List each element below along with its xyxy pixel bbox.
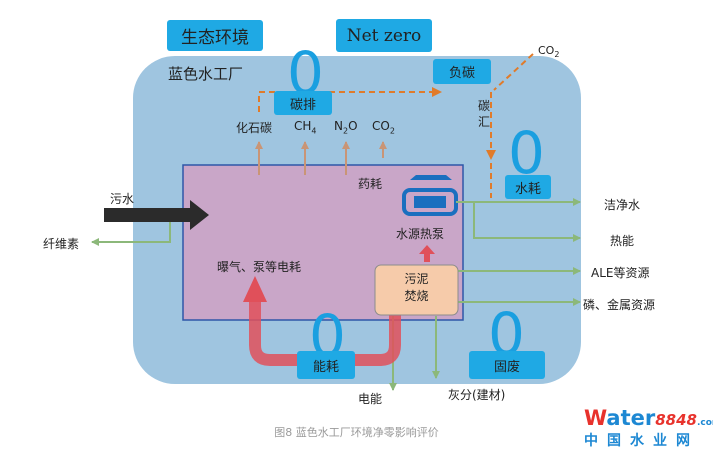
logo-com: .com — [696, 418, 713, 428]
carbon-sink-text: 碳汇 — [478, 99, 491, 129]
carbon-sink-label: 碳汇 — [478, 98, 491, 130]
ecology-label: 生态环境 — [181, 28, 249, 48]
logo-wordmark: Water8848.com — [584, 406, 713, 430]
figure-caption: 图8 蓝色水工厂环境净零影响评价 — [274, 426, 439, 439]
water-use-tag: 水耗 — [505, 175, 551, 199]
negative-carbon-tag: 负碳 — [433, 59, 491, 84]
net-zero-label: Net zero — [346, 25, 422, 46]
logo-ater: ater — [606, 406, 656, 430]
carbon-emission-label: 碳排 — [289, 97, 316, 113]
co2-capture-dashed-line — [493, 53, 534, 91]
co2-label: CO2 — [372, 119, 395, 135]
carbon-emission-dashed-line — [258, 87, 442, 112]
sludge-incineration-label: 污泥 焚烧 — [375, 271, 458, 305]
heat-energy-label: 热能 — [610, 234, 635, 248]
water8848-logo: Water8848.com 中国水业网 — [584, 406, 713, 452]
co2-capture-text: CO — [538, 44, 555, 57]
solid-waste-tag: 固废 — [469, 351, 545, 379]
sewage-label: 污水 — [110, 192, 135, 206]
sludge-to-heatpump-arrow — [419, 245, 435, 262]
phosphorus-metal-label: 磷、金属资源 — [583, 298, 656, 312]
plant-title: 蓝色水工厂 — [168, 65, 244, 83]
fiber-output-arrow — [91, 222, 171, 246]
sludge-incineration-box — [374, 264, 459, 316]
logo-number: 8848 — [655, 411, 697, 429]
sludge-line1: 污泥 — [404, 272, 429, 286]
clean-water-label: 洁净水 — [604, 198, 641, 212]
fossil-carbon-label: 化石碳 — [236, 121, 273, 135]
co2-sub: 2 — [389, 126, 395, 136]
n2o-text-b: O — [348, 119, 358, 133]
electricity-label: 电能 — [358, 392, 383, 406]
co2-capture-sub: 2 — [554, 50, 560, 60]
sludge-line2: 焚烧 — [404, 289, 429, 303]
water-use-label: 水耗 — [514, 181, 541, 197]
ch4-sub: 4 — [311, 126, 317, 136]
ch4-text: CH — [294, 119, 312, 133]
solid-waste-label: 固废 — [493, 359, 520, 375]
aeration-pump-label: 曝气、泵等电耗 — [217, 260, 302, 274]
chemical-use-label: 药耗 — [358, 177, 383, 191]
net-zero-tag: Net zero — [336, 19, 432, 52]
logo-w: W — [584, 406, 607, 430]
n2o-text-a: N — [334, 119, 343, 133]
ch4-label: CH4 — [294, 119, 317, 135]
energy-use-tag: 能耗 — [297, 351, 355, 379]
logo-chinese: 中国水业网 — [584, 433, 699, 449]
heat-energy-arrow — [473, 202, 581, 242]
sewage-inflow-arrow — [104, 200, 209, 230]
ale-resource-label: ALE等资源 — [591, 266, 650, 280]
co2-text: CO — [372, 119, 390, 133]
ecology-tag: 生态环境 — [167, 20, 263, 51]
carbon-emission-tag: 碳排 — [274, 91, 332, 115]
energy-use-label: 能耗 — [312, 359, 339, 375]
heat-pump-label: 水源热泵 — [396, 227, 445, 241]
ash-label: 灰分(建材) — [448, 388, 506, 402]
n2o-sub: 2 — [342, 126, 349, 136]
co2-capture-label: CO2 — [538, 44, 559, 59]
negative-carbon-label: 负碳 — [448, 66, 475, 81]
fiber-label: 纤维素 — [43, 237, 80, 251]
n2o-label: N2O — [334, 119, 358, 135]
energy-recovery-arrowhead — [243, 276, 267, 302]
zero-water-use: 0 — [508, 119, 545, 187]
